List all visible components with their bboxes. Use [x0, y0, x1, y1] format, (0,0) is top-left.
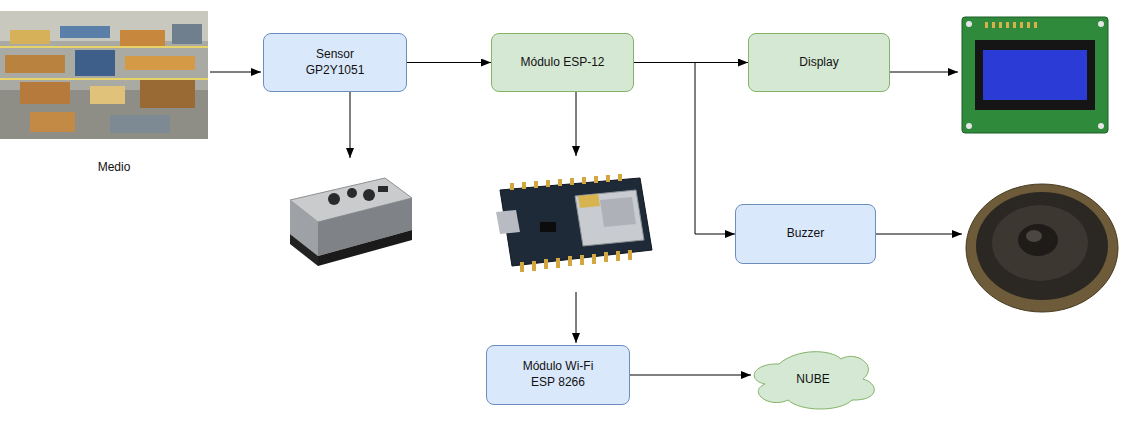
factory-photo-part [30, 112, 75, 132]
lcd-photo-part [1034, 22, 1037, 28]
factory-photo-part [0, 78, 208, 80]
esp-board-photo-part [628, 250, 632, 260]
process-box: Display [748, 33, 890, 92]
factory-photo [0, 11, 208, 139]
lcd-photo-part [1098, 123, 1104, 129]
box-label: Módulo ESP-12 [520, 55, 604, 71]
factory-photo-part [60, 26, 110, 38]
esp-board-photo-part [606, 175, 610, 182]
sensor-photo-part [318, 230, 412, 266]
cloud-outline [754, 352, 874, 409]
esp-board-photo-part [520, 262, 524, 272]
lcd-photo-part [1006, 22, 1009, 28]
flow-arrow [630, 375, 751, 376]
esp-board-photo-part [582, 177, 586, 184]
esp-board-photo-part [575, 190, 644, 246]
box-label: Buzzer [787, 226, 824, 242]
esp-board-photo-part [510, 183, 514, 190]
lcd-photo-part [975, 40, 1095, 110]
box-label: Display [799, 55, 838, 71]
factory-photo-part [10, 30, 50, 44]
box-label: Sensor GP2Y1051 [295, 47, 375, 78]
factory-photo-part [125, 56, 195, 70]
esp-board-photo-part [556, 258, 560, 268]
esp-board-photo-part [522, 182, 526, 189]
factory-photo-part [140, 80, 195, 108]
factory-photo-part [110, 115, 170, 133]
lcd-photo-part [992, 22, 995, 28]
flow-arrow [634, 63, 735, 235]
process-box: Buzzer [735, 204, 876, 264]
process-box: Módulo Wi-Fi ESP 8266 [486, 345, 630, 405]
flow-arrow [407, 62, 491, 63]
esp-board-photo-part [592, 254, 596, 264]
lcd-photo [962, 17, 1108, 133]
cloud-shape: NUBE [745, 349, 881, 411]
factory-photo-part [120, 30, 165, 46]
esp-board-photo-part [546, 180, 550, 187]
picture-arrow-part [350, 92, 351, 158]
box-label: Módulo Wi-Fi ESP 8266 [513, 359, 603, 390]
lcd-photo-part [1013, 22, 1016, 28]
speaker-photo-part [1026, 230, 1042, 242]
sensor-photo [290, 178, 412, 266]
factory-photo-part [75, 50, 115, 76]
picture-arrow [210, 72, 962, 343]
picture-arrow-part [210, 72, 261, 73]
factory-photo-part [0, 46, 208, 48]
esp-board-photo-part [510, 174, 632, 272]
esp-board-photo-part [534, 181, 538, 188]
sensor-photo-part [347, 188, 357, 198]
esp-board-photo-part [600, 197, 636, 227]
lcd-photo-part [1020, 22, 1023, 28]
sensor-photo-part [328, 193, 340, 205]
speaker-photo-part [976, 192, 1108, 300]
esp-board-photo-part [580, 255, 584, 265]
esp-board-photo-part [568, 256, 572, 266]
esp-board-photo-part [500, 178, 652, 266]
lcd-photo-part [1098, 21, 1104, 27]
sensor-photo-part [363, 189, 375, 201]
factory-photo-part [90, 86, 125, 104]
caption-text: Medio [98, 160, 131, 174]
lcd-photo-part [985, 22, 1037, 28]
esp-board-photo-part [578, 194, 600, 208]
esp-board-photo-part [618, 174, 622, 181]
process-box: Sensor GP2Y1051 [263, 33, 407, 92]
esp-board-photo-part [594, 176, 598, 183]
process-box: Módulo ESP-12 [491, 33, 634, 92]
factory-photo-part [0, 11, 208, 139]
sensor-photo-part [290, 234, 318, 266]
lcd-photo-part [966, 123, 972, 129]
factory-photo-part [20, 82, 70, 104]
esp-board-photo-part [570, 178, 574, 185]
speaker-photo-part [966, 184, 1118, 312]
esp-board-photo-part [540, 222, 556, 232]
factory-photo-part [5, 55, 65, 73]
box-label: NUBE [796, 372, 829, 388]
lcd-photo-part [985, 22, 988, 28]
esp-board-photo-part [532, 261, 536, 271]
esp-board-photo-part [558, 179, 562, 186]
esp-board-photo-part [604, 252, 608, 262]
factory-photo-part [172, 24, 202, 44]
esp-board-photo-part [496, 210, 520, 234]
lcd-photo-part [966, 21, 972, 27]
esp-board-photo-part [544, 259, 548, 269]
speaker-photo [966, 184, 1118, 312]
lcd-photo-part [962, 17, 1108, 133]
lcd-photo-part [983, 50, 1087, 100]
picture-arrow-part [576, 92, 577, 156]
speaker-photo-part [992, 205, 1088, 281]
picture-arrow-part [576, 292, 577, 343]
lcd-photo-part [999, 22, 1002, 28]
picture-arrow-part [876, 234, 962, 235]
picture-arrow-part [890, 72, 958, 73]
lcd-photo-part [1027, 22, 1030, 28]
speaker-photo-part [1018, 224, 1058, 256]
esp-board-photo [496, 174, 652, 272]
sensor-photo-part [378, 186, 388, 192]
esp-board-photo-part [616, 251, 620, 261]
